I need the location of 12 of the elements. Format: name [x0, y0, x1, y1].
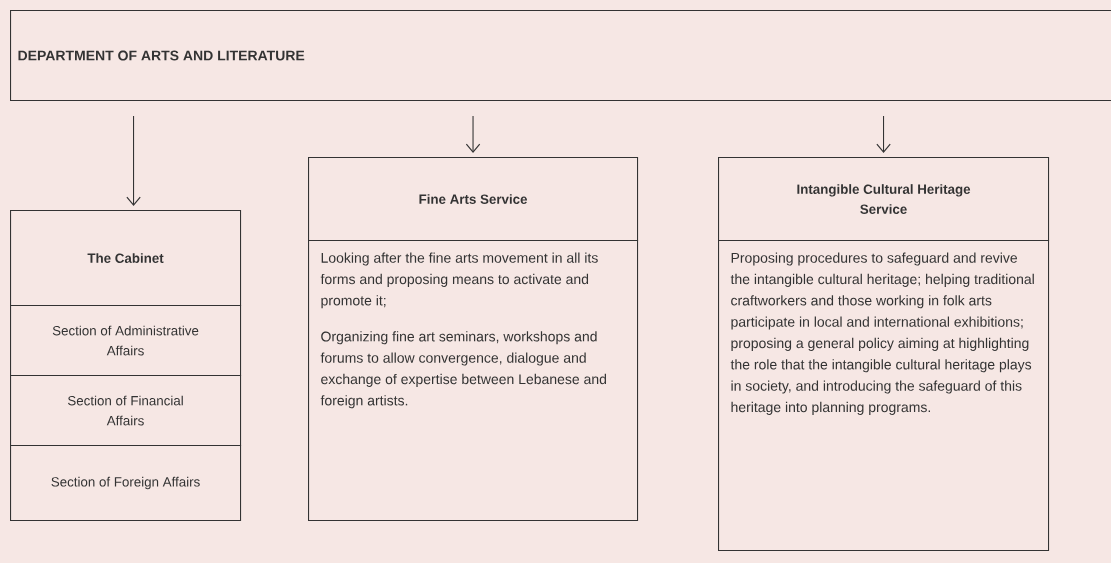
arrow: [876, 115, 891, 153]
section-box: Section of Foreign Affairs: [10, 445, 242, 522]
header-box: DEPARTMENT OF ARTS AND LITERATURE: [10, 10, 1111, 102]
text-box: Proposing procedures to safeguard and revive the intangible cultural heritage; helping traditional craftworkers and those working in folk arts participate in local and international exhibitions; proposing a general policy aiming at highlighting the role that the intangible cultural heritage plays in society, and introducing the safeguard of this heritage into planning programs.: [718, 240, 1050, 552]
section-box: Section of Financial Affairs: [10, 375, 242, 447]
arrow: [465, 115, 481, 153]
heading-box: Intangible Cultural Heritage Service: [718, 157, 1050, 242]
heading-box: Fine Arts Service: [308, 157, 639, 242]
heading-box: The Cabinet: [10, 210, 242, 307]
text-box: Looking after the fine arts movement in all its forms and proposing means to activate and promote it; Organizing fine art seminars, workshops and forums to allow convergence, dialogue and exchange of expertise between Lebanese and foreign artists.: [308, 240, 639, 522]
section-box: Section of Administrative Affairs: [10, 305, 242, 377]
arrow: [126, 115, 141, 206]
